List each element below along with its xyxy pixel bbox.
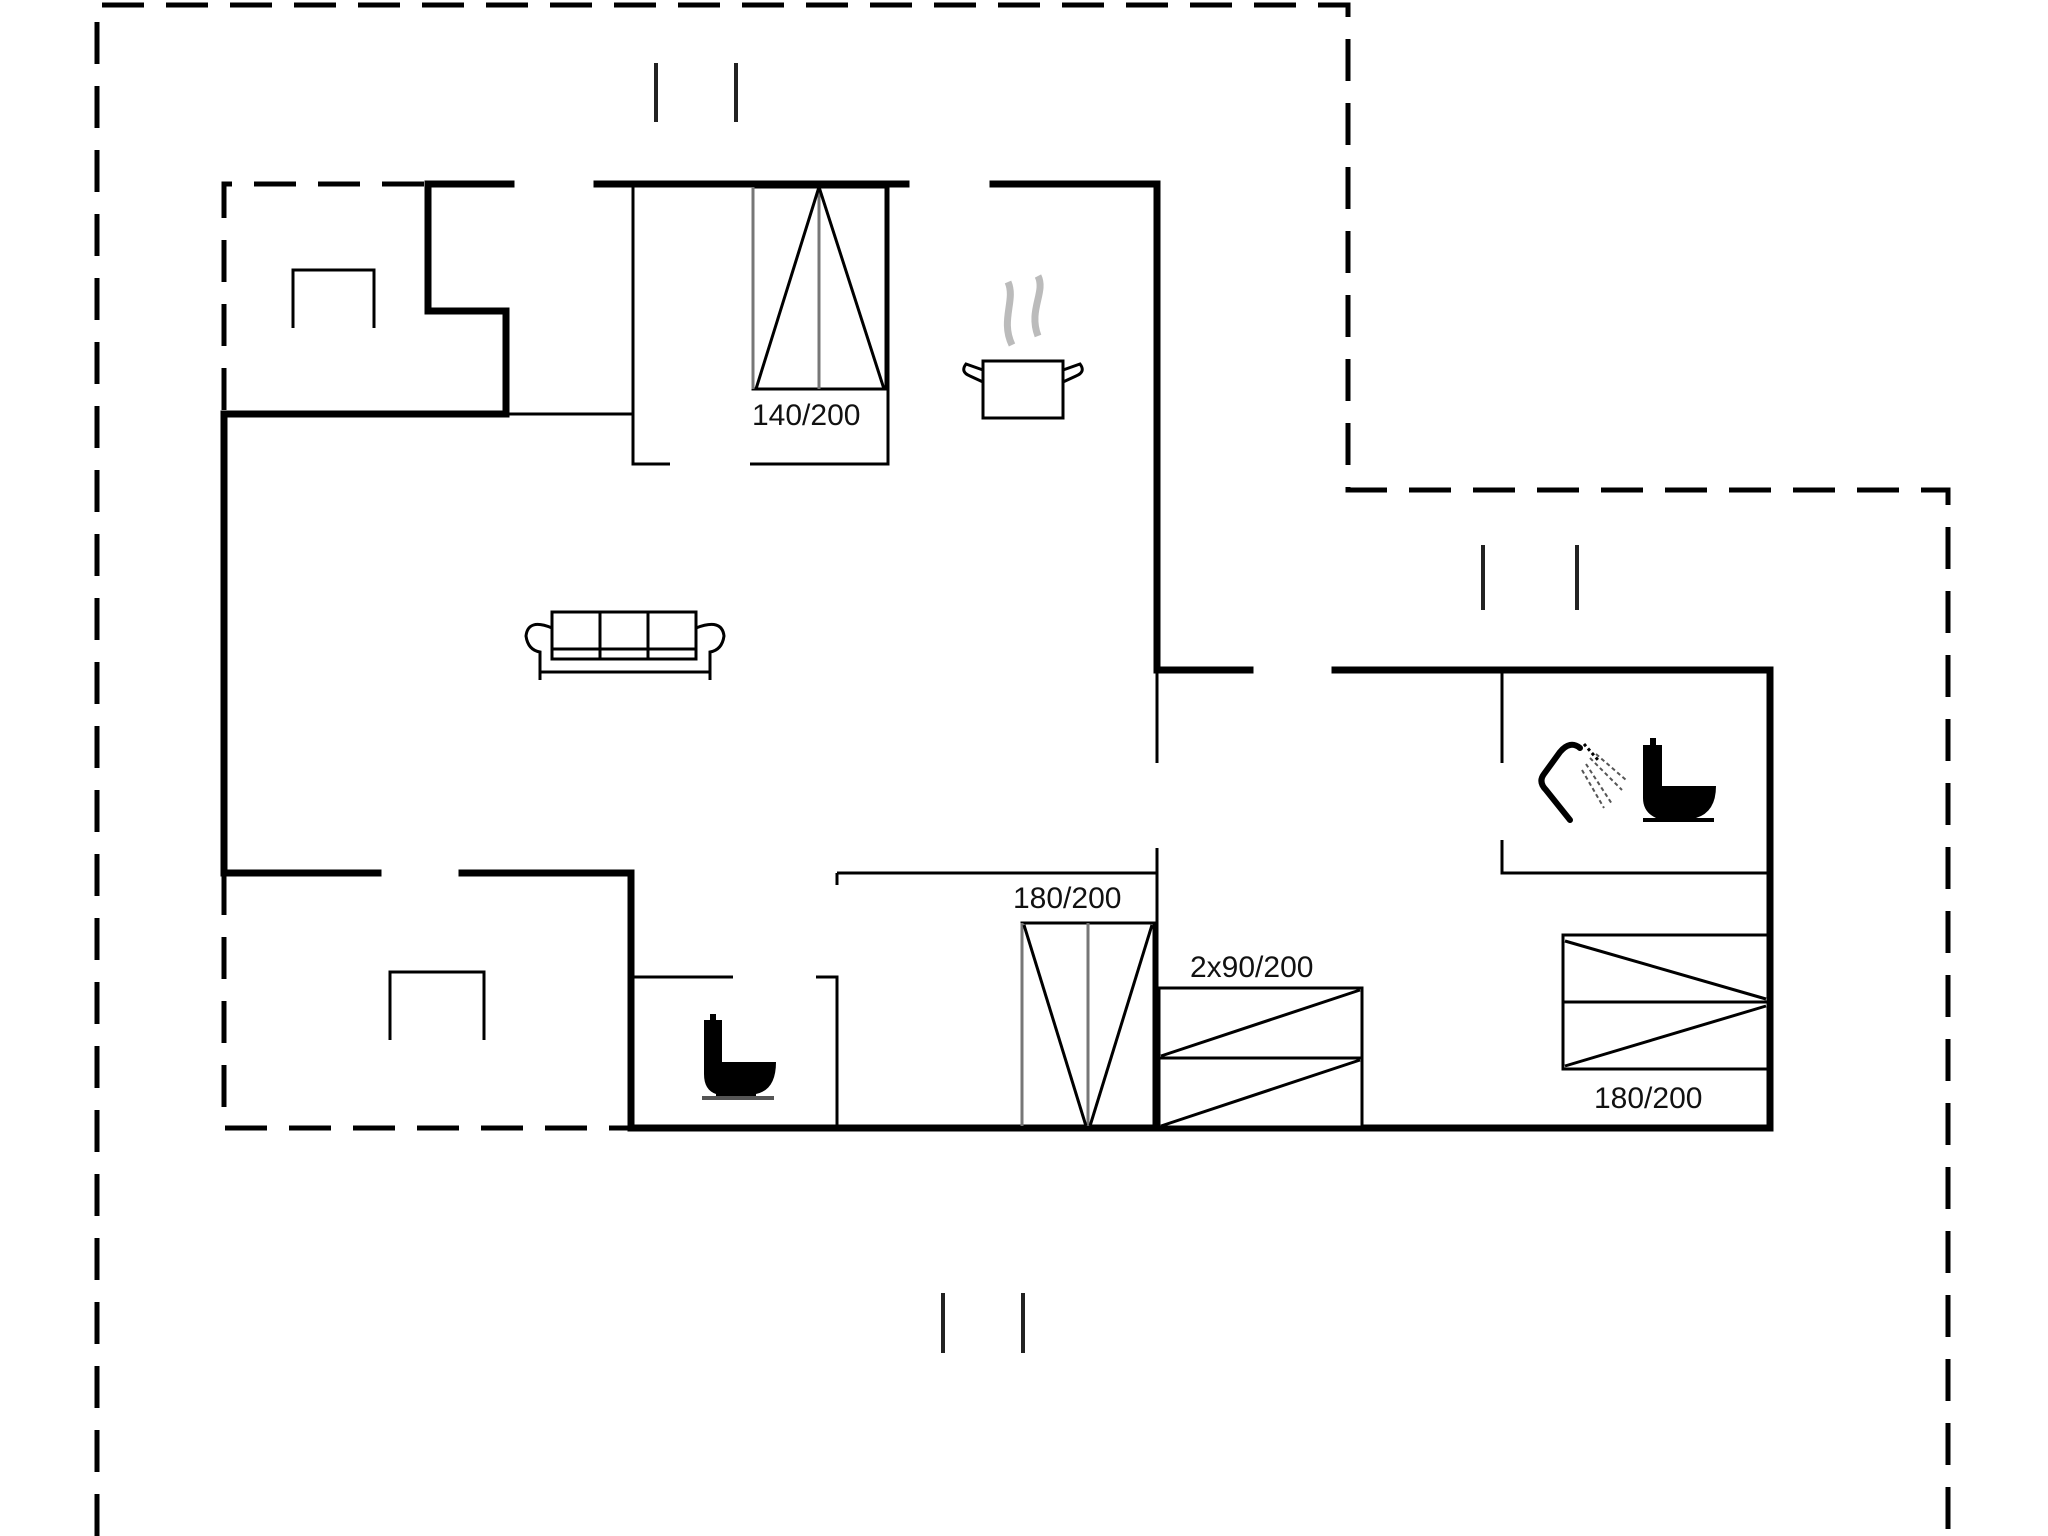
toilet-icon	[1643, 738, 1716, 822]
table-icon	[388, 970, 486, 1040]
bed-label: 180/200	[1013, 882, 1121, 915]
plot-boundary	[94, 2, 1951, 1536]
bed-label: 180/200	[1594, 1082, 1702, 1115]
terrace-sw	[221, 873, 630, 1131]
bed-140-200: 140/200	[751, 185, 888, 432]
toilet-icon	[702, 1014, 776, 1100]
shower-icon	[1538, 741, 1627, 823]
door-markers	[654, 63, 1579, 1353]
terrace-nw	[221, 181, 428, 410]
exterior-walls	[220, 180, 1774, 1132]
table-icon	[291, 268, 376, 328]
cooking-pot-icon	[962, 274, 1084, 420]
bed-180-200-middle: 180/200	[1013, 882, 1156, 1128]
sofa-icon	[524, 610, 726, 680]
bed-180-200-east: 180/200	[1561, 933, 1770, 1115]
bed-label: 140/200	[752, 399, 860, 432]
bed-2x90-200: 2x90/200	[1157, 951, 1364, 1129]
interior-walls	[506, 184, 1770, 1128]
bed-label: 2x90/200	[1190, 951, 1313, 984]
